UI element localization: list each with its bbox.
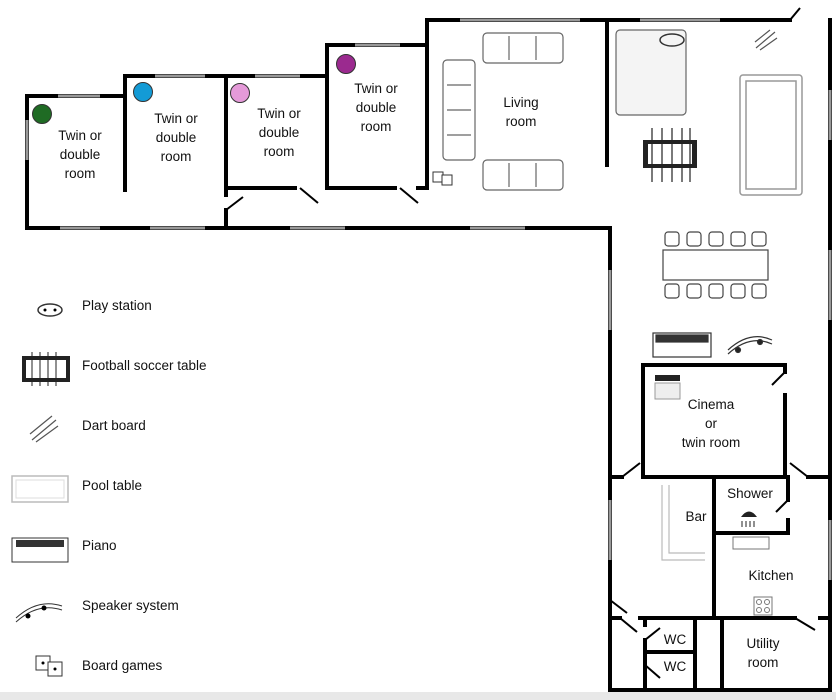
room-label-wc-1: WC [663,632,687,647]
legend-item-play-station: Play station [10,288,270,328]
room-label-cinema: Cinema or twin room [681,397,741,450]
legend-item-dart-board: Dart board [10,408,270,448]
legend-item-foosball: Football soccer table [10,348,270,388]
room-label-bedroom-1: Twin or double room [58,128,102,181]
dart-icon [29,415,59,443]
bar-counter [661,485,705,561]
room-label-bar: Bar [685,509,707,524]
foosball-table [643,128,697,182]
room-label-wc-2: WC [663,659,687,674]
legend-item-board-games: Board games [10,648,270,688]
bottom-bar [0,692,836,700]
room-label-kitchen: Kitchen [748,568,794,583]
room-marker-blue [133,82,153,102]
pool-table [739,74,803,196]
pool-table-icon [11,475,69,503]
dice-icon [35,655,63,677]
doors [225,7,816,679]
legend-item-pool-table: Pool table [10,468,270,508]
music-notes-icon [15,603,63,623]
room-label-bedroom-4: Twin or double room [354,81,398,134]
shower-head-icon [741,511,757,527]
room-label-bedroom-2: Twin or double room [154,111,198,164]
kitchen-fixtures [732,536,773,616]
room-label-living: Living room [503,95,539,129]
room-label-bedroom-3: Twin or double room [257,106,301,159]
windows [25,18,832,580]
piano-icon [11,537,69,563]
dice-icon [432,171,453,186]
room-marker-green [32,104,52,124]
room-marker-purple [336,54,356,74]
music-notes-icon [727,336,773,355]
sofas [442,29,687,191]
dart-icon [754,29,778,51]
room-label-shower: Shower [727,486,773,501]
dining-table [662,231,769,299]
legend-item-speaker-system: Speaker system [10,588,270,628]
piano [652,332,712,358]
room-marker-pink [230,83,250,103]
legend-item-piano: Piano [10,528,270,568]
foosball-table-icon [22,352,70,386]
room-label-utility: Utility room [746,636,780,670]
gamepad-icon [37,303,63,317]
clapperboard-icon [654,375,681,400]
gamepad-icon [659,33,685,47]
